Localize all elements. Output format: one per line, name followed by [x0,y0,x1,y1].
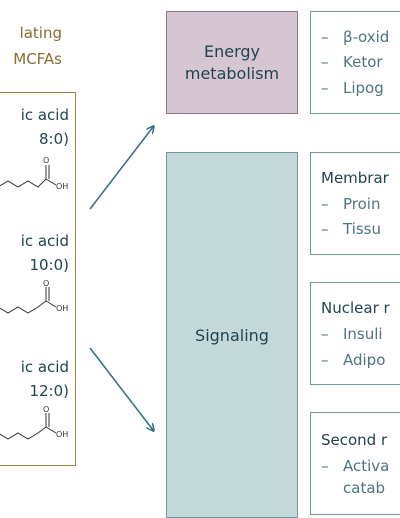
membrane-receptor-box: Membrar –Proin –Tissu [310,152,400,255]
energy-metabolism-label: Energy metabolism [185,41,279,85]
second-messenger-item-1: –Activa [321,457,390,475]
acid-name-1: ic acid 8:0) [21,103,69,151]
o-label: O [43,279,49,288]
second-messenger-item-1-cont: catab [343,479,386,497]
membrane-title: Membrar [321,169,389,187]
second-messenger-box: Second r –Activa catab [310,412,400,515]
acid-1-line1: ic acid [20,106,69,124]
oh-label: OH [56,304,68,313]
membrane-item-2: –Tissu [321,220,382,238]
energy-effect-item-2: –Ketor [321,53,383,71]
oh-label: OH [56,430,68,439]
left-header-line1: lating [19,24,62,42]
energy-metabolism-box: Energy metabolism [166,11,298,114]
o-label: O [43,405,49,414]
energy-line2: metabolism [184,63,280,83]
acid-structure-2: O OH [0,279,68,314]
signaling-box: Signaling [166,152,298,518]
arrow-to-energy [89,127,153,210]
left-header-line2: MCFAs [13,50,62,68]
arrow-to-signaling [89,347,153,430]
second-messenger-title: Second r [321,431,388,449]
acid-structure-1: O OH [0,156,68,191]
acid-3-line1: ic acid [20,358,69,376]
acid-2-line1: ic acid [20,232,69,250]
nuclear-title: Nuclear r [321,299,390,317]
acid-name-2: ic acid 10:0) [21,229,69,277]
energy-effects-box: –β-oxid –Ketor –Lipog [310,11,400,114]
acid-name-3: ic acid 12:0) [21,355,69,403]
acid-2-line2: 10:0) [29,256,69,274]
left-header: lating MCFAs [0,20,62,72]
energy-effect-item-3: –Lipog [321,79,384,97]
acid-structure-3: O OH [0,405,68,440]
acid-3-line2: 12:0) [29,382,69,400]
mcfa-acids-box: ic acid 8:0) O OH ic acid 10:0) O OH ic … [0,92,76,466]
energy-effect-item-1: –β-oxid [321,28,390,46]
nuclear-item-1: –Insuli [321,325,383,343]
o-label: O [43,156,49,165]
oh-label: OH [56,182,68,191]
nuclear-item-2: –Adipo [321,351,386,369]
nuclear-receptor-box: Nuclear r –Insuli –Adipo [310,282,400,385]
energy-line1: Energy [203,41,260,61]
membrane-item-1: –Proin [321,195,381,213]
acid-1-line2: 8:0) [39,130,69,148]
signaling-label: Signaling [195,325,269,345]
